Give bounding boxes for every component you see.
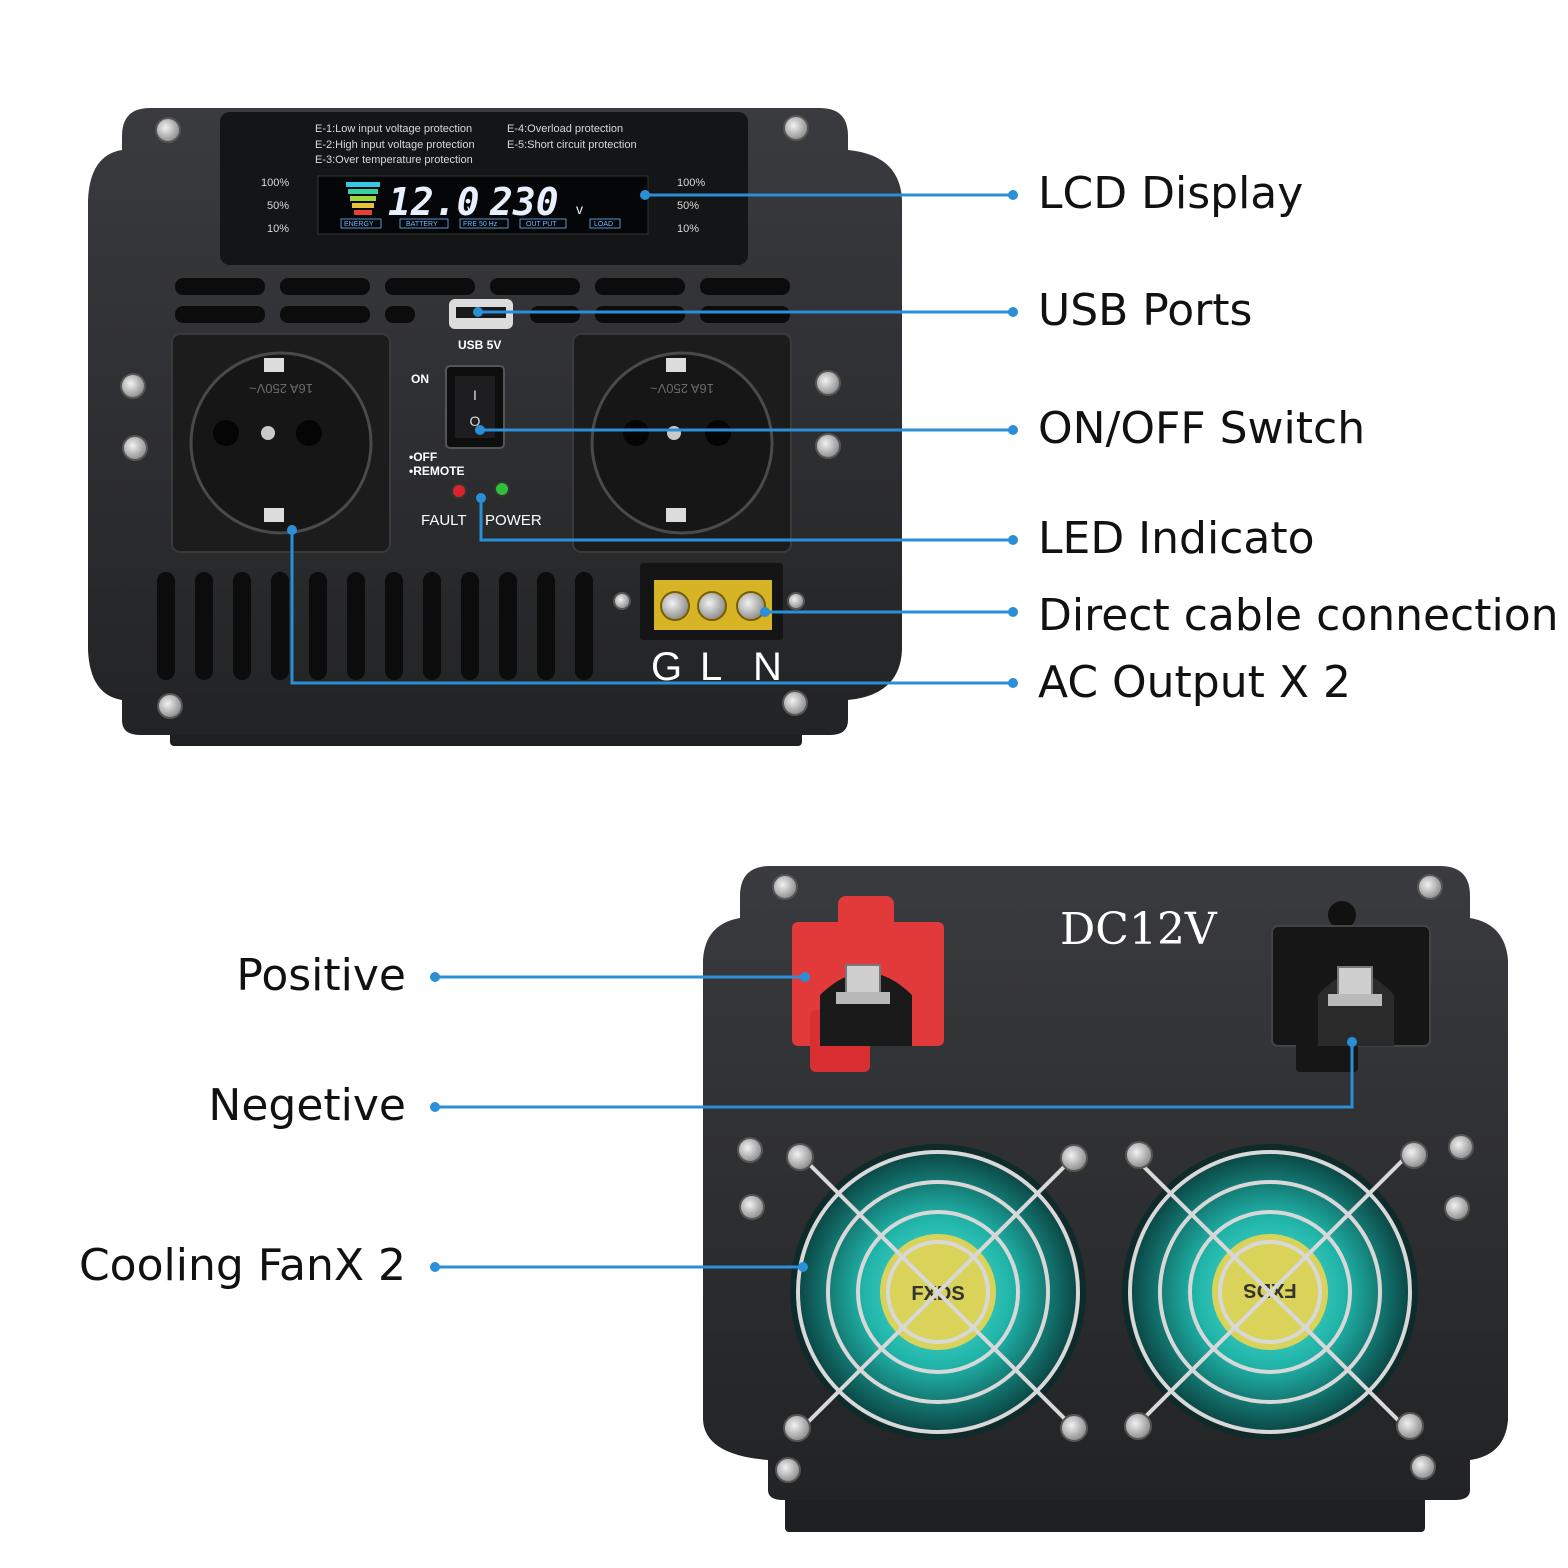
callout-line-ac-output [290,530,1013,685]
fault-led-label: FAULT [421,512,467,529]
lcd-output-voltage: 230 [489,180,559,224]
right-scale-50: 50% [677,200,699,212]
terminal-letter-l: L [700,645,722,689]
socket-right-rating: 16A 250V~ [650,381,714,396]
lcd-output-unit: v [576,201,583,217]
left-scale-100: 100% [261,177,289,189]
callout-led-indicator: LED Indicato [1038,513,1315,564]
power-led-icon [494,481,510,497]
fan-right-grill-icon [1128,1150,1412,1434]
right-scale-10: 10% [677,223,699,235]
negative-terminal [1271,901,1431,1072]
ac-socket-left: 16A 250V~ [171,333,391,553]
switch-on-label: ON [411,372,429,386]
left-scale-10: 10% [267,223,289,235]
right-scale-100: 100% [677,177,705,189]
callout-positive: Positive [236,950,406,1001]
lcd-input-unit: v [467,201,474,217]
lcd-label-load: LOAD [594,221,613,228]
lcd-label-battery: BATTERY [406,221,438,228]
left-scale-50: 50% [267,200,289,212]
callout-direct-cable-connection: Direct cable connection [1038,590,1559,641]
lcd-status-row: ENERGY BATTERY FRE 50 Hz OUT PUT LOAD [340,218,621,229]
usb-label: USB 5V [458,338,501,352]
error-code-5: E-5:Short circuit protection [507,139,637,151]
error-code-2: E-2:High input voltage protection [315,139,475,151]
fan-left-grill-icon [796,1150,1080,1434]
callout-line-negative [435,1042,1354,1109]
lcd-label-frequency: FRE 50 Hz [463,221,498,228]
ac-socket-right: 16A 250V~ [572,333,792,553]
callout-lcd-display: LCD Display [1038,168,1304,219]
power-switch-rocker [455,376,495,438]
energy-bars-icon [346,182,380,215]
error-code-4: E-4:Overload protection [507,123,623,135]
callout-negative: Negetive [208,1080,406,1131]
front-housing-screws [120,115,841,719]
callout-line-led [479,498,1013,542]
switch-mark-off: O [470,413,481,429]
fault-led-icon [451,483,467,499]
back-housing-screws [737,874,1474,1483]
positive-terminal [792,896,944,1072]
socket-left-rating: 16A 250V~ [249,381,313,396]
top-vent-slots [175,278,790,323]
terminal-screws-icon [660,591,766,621]
cooling-fan-left: FXDS [790,1144,1086,1440]
back-voltage-label: DC12V [1060,904,1218,955]
front-panel: E-1:Low input voltage protection E-2:Hig… [88,108,902,746]
lcd-label-output: OUT PUT [526,221,557,228]
error-code-3: E-3:Over temperature protection [315,154,473,166]
callout-lines [290,193,1354,1269]
switch-off-label: •OFF [409,450,437,464]
cooling-fan-right: FXDS [1122,1144,1418,1440]
bottom-vent-slots [157,572,593,680]
lcd-input-voltage: 12.0 [388,180,480,224]
power-led-label: POWER [485,512,542,529]
callout-on-off-switch: ON/OFF Switch [1038,403,1366,454]
callout-dots [287,190,1357,1272]
switch-remote-label: •REMOTE [409,464,465,478]
back-panel: DC12V FXDS [703,866,1508,1532]
switch-mark-on: I [473,387,477,403]
callout-usb-ports: USB Ports [1038,285,1253,336]
callout-ac-output: AC Output X 2 [1038,657,1351,708]
error-code-1: E-1:Low input voltage protection [315,123,472,135]
callout-cooling-fan: Cooling FanX 2 [78,1240,406,1291]
lcd-label-energy: ENERGY [344,221,374,228]
